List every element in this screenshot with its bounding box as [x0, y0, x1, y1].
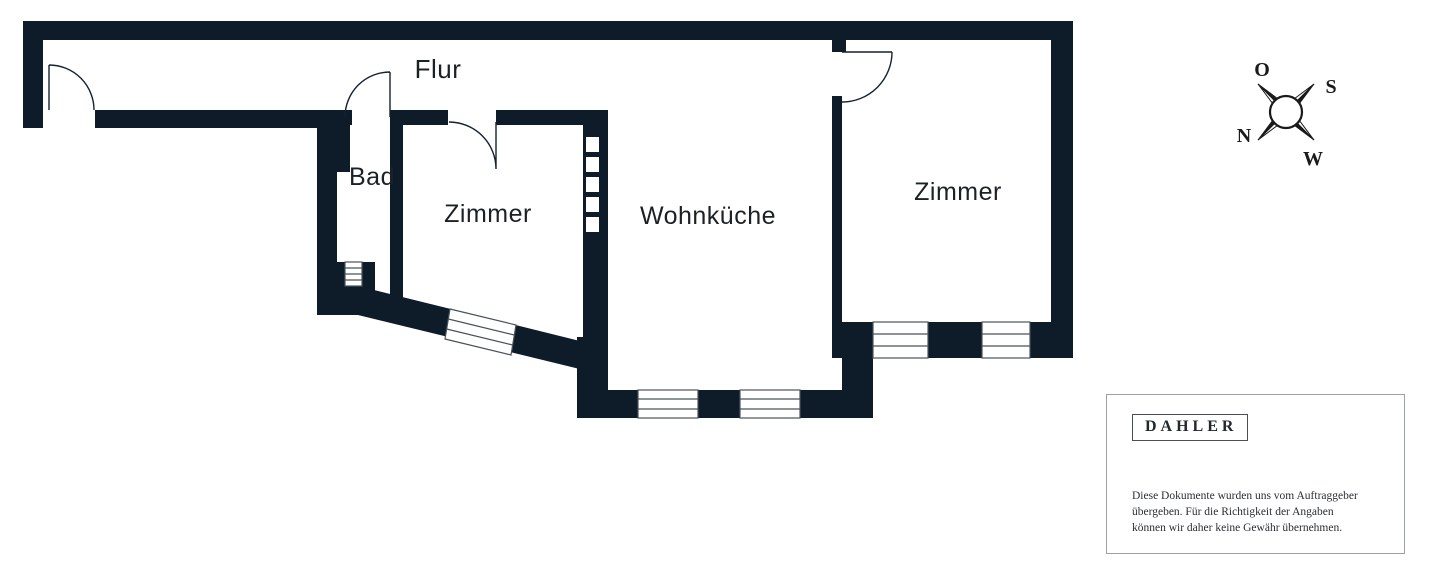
wall-flur-bottom: [95, 110, 317, 128]
doors: [48, 51, 893, 170]
window-frame: [444, 308, 517, 356]
dahler-logo-text: DAHLER: [1145, 418, 1238, 435]
wall-bottom-jog: [842, 358, 873, 418]
window-zimmer-right-2: [981, 321, 1031, 359]
disclaimer-box: DAHLER Diese Dokumente wurden uns vom Au…: [1106, 394, 1405, 554]
flue-square: [586, 197, 599, 212]
room-label-zimmer-right: Zimmer: [914, 178, 1002, 206]
window-frame: [739, 389, 801, 419]
walls: [23, 21, 1073, 418]
window-bad: [344, 261, 363, 287]
compass-letter-west: W: [1303, 148, 1323, 170]
door-zimmer-left: [448, 121, 497, 170]
windows: [344, 261, 1031, 419]
flue-square: [586, 157, 599, 172]
wall-zimmer-top-left: [390, 110, 448, 125]
wall-zimmer-right-divider: [832, 96, 842, 322]
window-wohnkueche-2: [739, 389, 801, 419]
wall-bad-left-upper: [337, 122, 350, 172]
wall-bad-zimmer-divider: [390, 122, 403, 300]
window-frame: [637, 389, 699, 419]
compass-letter-north: N: [1237, 125, 1252, 147]
room-label-bad: Bad: [349, 163, 395, 191]
wall-zimmer-right-door-stub: [832, 40, 846, 52]
wall-bad-left-column: [317, 110, 337, 310]
wall-zimmer-top-right: [496, 110, 585, 125]
wall-left: [23, 21, 43, 128]
door-entrance: [48, 64, 95, 111]
flue-square: [586, 137, 599, 152]
window-wohnkueche-1: [637, 389, 699, 419]
dahler-logo: DAHLER: [1132, 414, 1249, 441]
room-labels: Flur Bad Zimmer Wohnküche Zimmer: [349, 54, 1002, 230]
flue-square: [586, 177, 599, 192]
disclaimer-text: Diese Dokumente wurden uns vom Auftragge…: [1132, 488, 1394, 537]
disclaimer-line: können wir daher keine Gewähr übernehmen…: [1132, 522, 1343, 535]
wall-zimmer-right-bottom: [832, 322, 1073, 358]
window-pane-line: [446, 328, 513, 346]
window-frame: [981, 321, 1031, 359]
window-diagonal: [444, 308, 517, 356]
compass-letters: O S N W: [1237, 59, 1337, 170]
wall-bad-top-left: [317, 110, 352, 125]
door-bad: [344, 71, 391, 118]
window-pane-line: [448, 318, 515, 336]
disclaimer-line: übergeben. Für die Richtigkeit der Angab…: [1132, 506, 1334, 519]
wall-wohnkueche-bottom: [577, 390, 873, 418]
compass-letter-east: O: [1254, 59, 1270, 81]
compass-rose: O S N W: [1237, 59, 1337, 170]
window-frame: [872, 321, 929, 359]
flue-square: [586, 217, 599, 232]
room-label-zimmer-left: Zimmer: [444, 200, 532, 228]
wall-right: [1051, 21, 1073, 358]
door-zimmer-right: [841, 51, 893, 103]
room-label-flur: Flur: [415, 54, 462, 84]
compass-circle: [1268, 94, 1304, 130]
wall-top: [23, 21, 1073, 40]
disclaimer-line: Diese Dokumente wurden uns vom Auftragge…: [1132, 490, 1358, 502]
compass-letter-south: S: [1325, 76, 1336, 98]
room-label-wohnkueche: Wohnküche: [640, 202, 776, 230]
chimney-flue-squares: [586, 137, 599, 232]
window-zimmer-right-1: [872, 321, 929, 359]
